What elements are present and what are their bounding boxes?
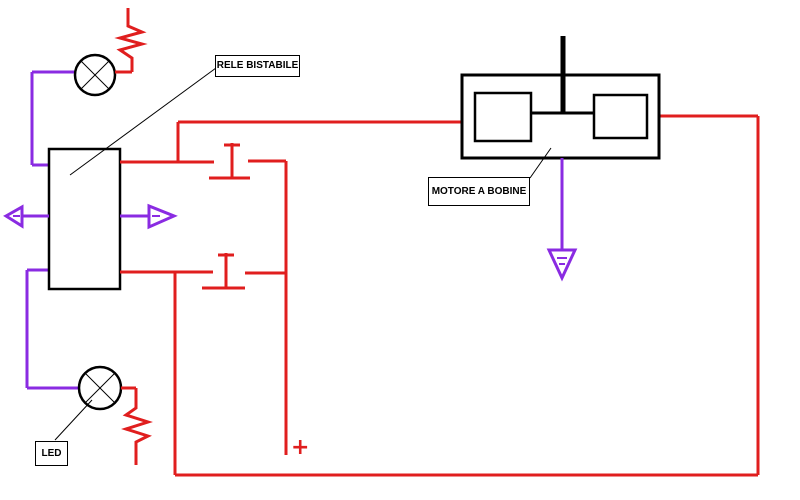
- resistor-top: [114, 8, 148, 74]
- motor-coil-left: [473, 91, 533, 143]
- ground-left-triangle: [3, 204, 24, 229]
- lamp-bottom-cross-b: [84, 372, 116, 404]
- lamp-top-cross-b: [80, 60, 110, 90]
- ground-left: [3, 204, 49, 229]
- positive-terminal-label: +: [291, 435, 310, 460]
- relay-box: [47, 147, 122, 291]
- ground-center-triangle: [147, 203, 178, 230]
- motor-coil-right: [592, 93, 649, 140]
- motor-callout-line: [529, 147, 552, 179]
- ground-motor-triangle: [546, 248, 578, 282]
- ground-center: [120, 203, 178, 230]
- resistor-top-zigzag: [114, 8, 148, 72]
- wiring-red: [120, 114, 760, 477]
- resistor-bottom: [121, 386, 153, 465]
- ground-motor: [546, 158, 578, 282]
- resistor-bottom-zigzag: [121, 388, 153, 465]
- led-callout-line: [54, 399, 93, 441]
- led-label: LED: [35, 441, 68, 466]
- lamp-bottom: [25, 268, 123, 411]
- motor-label: MOTORE A BOBINE: [428, 177, 530, 206]
- relay-label: RELE BISTABILE: [215, 55, 300, 77]
- lamp-top: [30, 53, 117, 167]
- relay-callout-line: [69, 67, 217, 176]
- motor: [460, 36, 661, 160]
